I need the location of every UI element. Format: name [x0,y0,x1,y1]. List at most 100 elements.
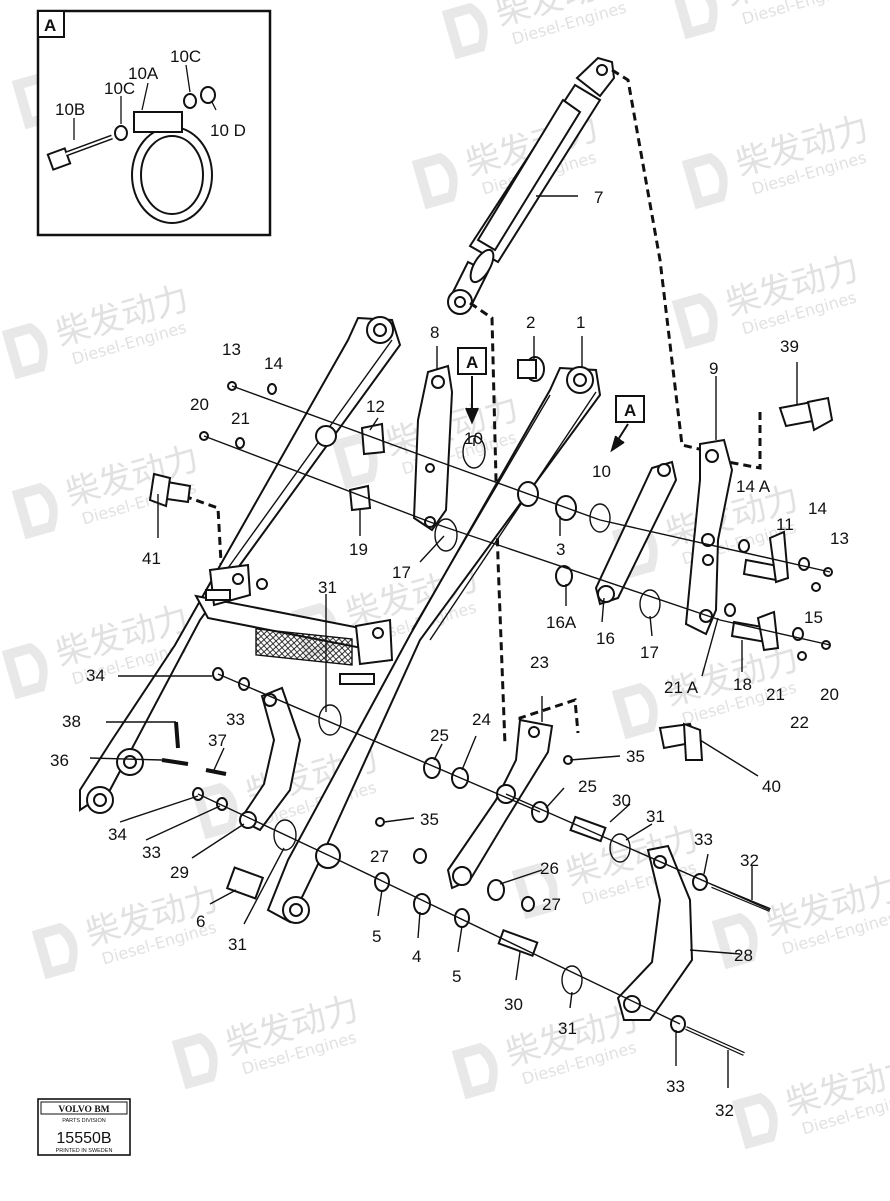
callout-label: 25 [430,726,449,745]
callout-label: 15 [804,608,823,627]
callout-label: 20 [820,685,839,704]
callout-label: 38 [62,712,81,731]
callout-label: 39 [780,337,799,356]
watermark-logo-icon [671,0,718,40]
inset-label-10a: 10A [128,64,159,83]
callout-label: 31 [318,578,337,597]
curved-link-right [616,844,694,1021]
callout-label: 14 [264,354,283,373]
callout-label: 21 [231,409,250,428]
hydraulic-cylinder [447,56,616,315]
callout-label: 33 [666,1077,685,1096]
inset-label-10c-right: 10C [170,47,201,66]
link-plate [412,364,454,532]
callout-label: 31 [646,807,665,826]
callout-label: 10 [592,462,611,481]
watermark-logo-icon [681,152,728,210]
callout-label: 34 [108,825,127,844]
callout-label: 8 [430,323,439,342]
callout-label: 29 [170,863,189,882]
callout-label: 16 [596,629,615,648]
callout-label: 30 [504,995,523,1014]
stamp-brand: VOLVO BM [58,1105,109,1115]
inset-label-10b: 10B [55,100,85,119]
callout-label: 10 [464,429,483,448]
inset-detail-a: A [36,9,272,237]
callout-label: 7 [594,188,603,207]
callout-label: 16A [546,613,577,632]
watermark-logo-icon [731,1092,778,1150]
pins [148,396,834,761]
callout-label: 30 [612,791,631,810]
callout-label: 31 [228,935,247,954]
left-lift-arm [79,316,402,814]
callout-label: 13 [830,529,849,548]
callout-label: 28 [734,946,753,965]
stamp-printed: PRINTED IN SWEDEN [56,1148,113,1154]
callout-label: 3 [556,540,565,559]
callout-label: 27 [542,895,561,914]
callout-label: 22 [790,713,809,732]
callout-label: 19 [349,540,368,559]
callout-label: 26 [540,859,559,878]
watermark-logo-icon [171,1032,218,1090]
callout-label: 20 [190,395,209,414]
callout-label: 21 [766,685,785,704]
watermark-logo-icon [711,912,758,970]
callout-label: 13 [222,340,241,359]
arrow-tag-2: A [610,395,645,453]
stamp-number: 15550B [56,1130,111,1147]
watermark-logo-icon [671,292,718,350]
callout-label: 33 [226,710,245,729]
stamp-division: PARTS DIVISION [62,1118,106,1124]
callout-label: 21 A [664,678,699,697]
callout-label: 35 [420,810,439,829]
callout-label: 17 [392,563,411,582]
callout-label: 9 [709,359,718,378]
volvo-parts-stamp: VOLVO BM PARTS DIVISION 15550B PRINTED I… [37,1098,131,1156]
callout-label: 2 [526,313,535,332]
callout-label: 40 [762,777,781,796]
callout-label: 11 [776,515,794,534]
callout-label: 14 [808,499,827,518]
callout-label: 35 [626,747,645,766]
callout-label: 4 [412,947,421,966]
bell-crank [684,438,734,636]
callout-label: 18 [733,675,752,694]
callout-label: 32 [715,1101,734,1120]
arrow-tag-1: A [457,347,487,425]
watermark-logo-icon [611,682,658,740]
watermark-logo-icon [441,2,488,60]
watermark-logo-icon [451,1042,498,1100]
inset-tag: A [44,16,56,35]
callout-label: 6 [196,912,205,931]
callout-label: 36 [50,751,69,770]
inset-label-10d: 10 D [210,121,246,140]
lower-link [446,718,554,890]
callout-label: 25 [578,777,597,796]
cross-tube [194,563,394,685]
callout-label: 34 [86,666,105,685]
watermark-logo-icon [1,642,48,700]
link-rod [594,460,678,606]
callout-label: 12 [366,397,385,416]
callout-label: 17 [640,643,659,662]
watermark-logo-icon [1,322,48,380]
leader-lines [89,195,798,1088]
callout-label: 23 [530,653,549,672]
axis-lines [197,385,831,1025]
watermark-logo-icon [11,482,58,540]
callout-label: 33 [142,843,161,862]
callout-label: 41 [142,549,161,568]
